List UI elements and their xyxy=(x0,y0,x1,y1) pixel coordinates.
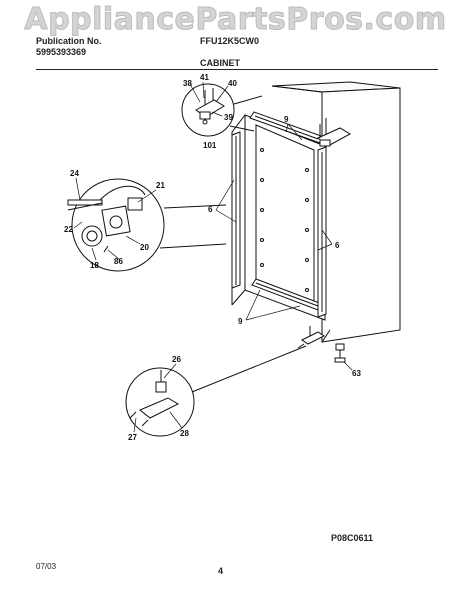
diagram-code: P08C0611 xyxy=(331,533,374,543)
callout-9-top: 9 xyxy=(284,115,289,124)
control-detail-circle xyxy=(67,178,227,272)
bottom-hinge xyxy=(297,326,325,349)
callout-6-right: 6 xyxy=(335,241,340,250)
callout-20: 20 xyxy=(140,243,149,252)
callout-27: 27 xyxy=(128,433,137,442)
callout-41: 41 xyxy=(200,73,209,82)
publication-label: Publication No. xyxy=(36,36,102,46)
callout-26: 26 xyxy=(172,355,181,364)
callout-86: 86 xyxy=(114,257,123,266)
callout-24: 24 xyxy=(70,169,79,178)
model-number: FFU12K5CW0 xyxy=(200,36,260,46)
hinge-detail-circle xyxy=(181,83,263,137)
callout-63: 63 xyxy=(352,369,361,378)
callout-39: 39 xyxy=(224,113,233,122)
bottom-hinge-detail-circle xyxy=(125,345,307,437)
callout-101: 101 xyxy=(203,141,217,150)
publication-number: 5995393369 xyxy=(36,47,87,57)
header-rule xyxy=(36,69,438,70)
section-title: CABINET xyxy=(200,58,240,68)
callout-40: 40 xyxy=(228,79,237,88)
top-hinge xyxy=(317,118,352,147)
callout-6-left: 6 xyxy=(208,205,213,214)
gasket-right xyxy=(317,146,327,318)
callout-28: 28 xyxy=(180,429,189,438)
callout-21: 21 xyxy=(156,181,165,190)
footer-date: 07/03 xyxy=(36,562,57,571)
page-number: 4 xyxy=(218,566,224,576)
callout-9-bottom: 9 xyxy=(238,317,243,326)
leveling-leg xyxy=(334,343,346,363)
callout-38: 38 xyxy=(183,79,192,88)
callout-22: 22 xyxy=(64,225,73,234)
callout-leaders xyxy=(73,81,353,433)
gasket-left xyxy=(231,131,241,289)
callout-18: 18 xyxy=(90,261,99,270)
